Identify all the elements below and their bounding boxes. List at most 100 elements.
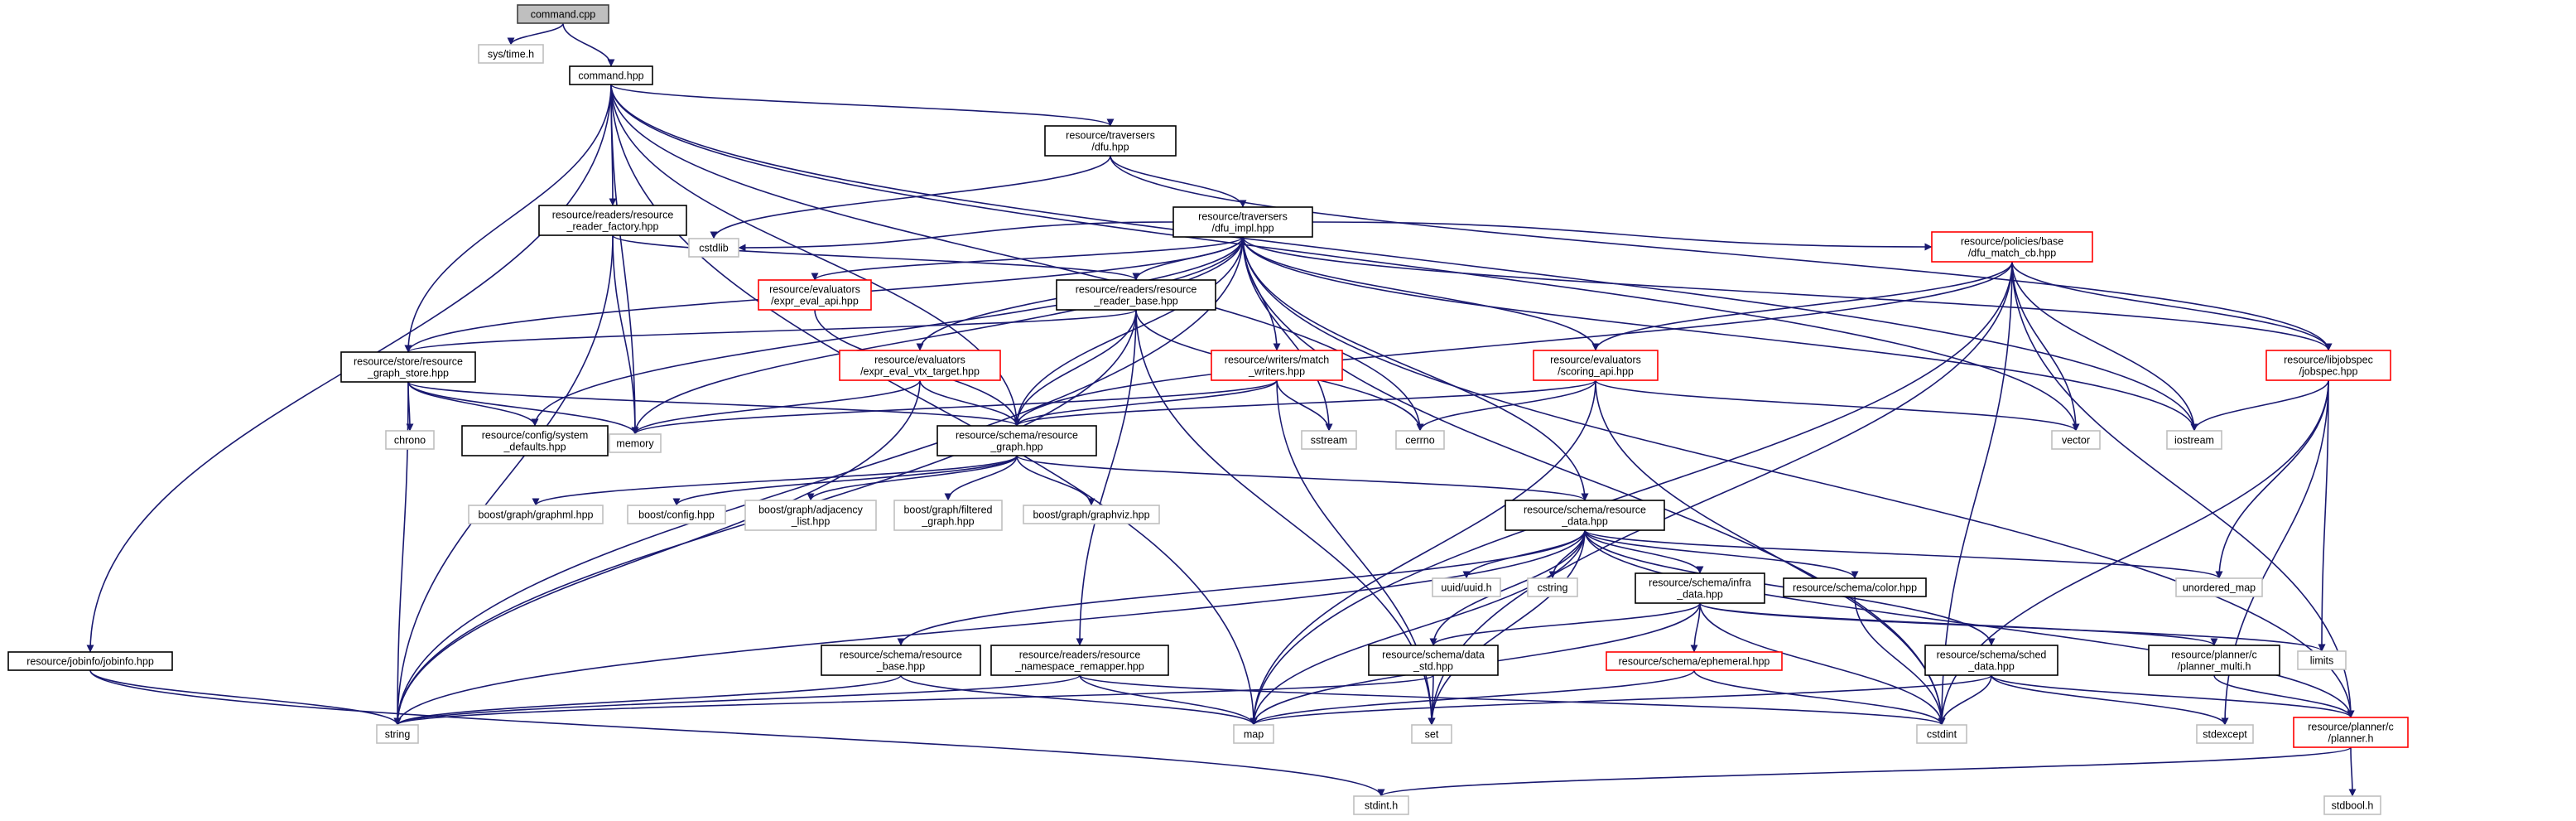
node-box [468, 505, 604, 524]
node-label: resource/schema/color.hpp [1793, 582, 1917, 594]
node-box [2148, 645, 2280, 676]
edge-resource_graph-to-boost_config [672, 455, 1018, 506]
edge-jobspec-to-limits [2318, 379, 2329, 652]
node-label: resource/readers/resource [1019, 650, 1141, 661]
node-resource-data[interactable]: resource/schema/resource_data.hpp [1505, 500, 1665, 531]
node-planner-h[interactable]: resource/planner/c/planner.h [2293, 717, 2409, 748]
edge-resource_graph-to-graphviz [1016, 455, 1095, 506]
edge-data_std-to-string [393, 674, 1434, 726]
node-label: resource/schema/resource [840, 650, 962, 661]
node-sstream: sstream [1301, 430, 1357, 450]
edge-dfu_impl-to-dfu_match_cb [1312, 221, 1933, 251]
node-box [2297, 650, 2347, 670]
node-color-hpp[interactable]: resource/schema/color.hpp [1783, 577, 1927, 597]
node-command-hpp[interactable]: command.hpp [569, 65, 653, 85]
edge-resource_data-to-resource_base [897, 529, 1586, 646]
node-cstdint: cstdint [1916, 724, 1967, 744]
node-data-std[interactable]: resource/schema/data_std.hpp [1368, 645, 1499, 676]
edge-dfu_match_cb-to-scoring_api [1591, 261, 2013, 351]
node-ephemeral[interactable]: resource/schema/ephemeral.hpp [1606, 651, 1783, 671]
edge-resource_data-to-string [393, 529, 1586, 726]
node-jobinfo[interactable]: resource/jobinfo/jobinfo.hpp [7, 651, 173, 671]
node-match-writers[interactable]: resource/writers/match_writers.hpp [1211, 350, 1343, 381]
edge-jobinfo-to-string [89, 669, 402, 726]
node-label: resource/writers/match [1225, 355, 1329, 366]
node-stdint-h: stdint.h [1353, 795, 1409, 815]
node-planner-multi[interactable]: resource/planner/c/planner_multi.h [2148, 645, 2280, 676]
node-command-cpp[interactable]: command.cpp [517, 4, 609, 24]
edge-resource_base-to-map [900, 674, 1258, 726]
edge-dfu_impl-to-expr_eval_api [811, 236, 1244, 281]
edge-reader_base-to-ns_remapper [1076, 309, 1137, 646]
node-box [461, 425, 609, 456]
node-box [385, 430, 435, 450]
node-label: resource/store/resource [354, 356, 463, 368]
node-label: /planner_multi.h [2178, 661, 2251, 673]
node-dfu-match-cb[interactable]: resource/policies/base/dfu_match_cb.hpp [1931, 231, 2093, 263]
node-expr-eval-vtx[interactable]: resource/evaluators/expr_eval_vtx_target… [839, 350, 1001, 381]
node-box [2293, 717, 2409, 748]
node-label: /dfu_match_cb.hpp [1968, 248, 2056, 259]
edge-expr_eval_vtx-to-resource_graph [919, 379, 1021, 427]
node-label: resource/traversers [1066, 130, 1155, 142]
node-box [627, 505, 726, 524]
edge-dfu_impl-to-system_defaults [531, 236, 1244, 427]
node-label: _data.hpp [1561, 516, 1608, 528]
edge-command_cpp-to-sys_time_h [507, 22, 564, 46]
node-label: resource/schema/infra [1649, 577, 1751, 589]
node-vector: vector [2051, 430, 2101, 450]
node-graphml: boost/graph/graphml.hpp [468, 505, 604, 524]
edge-resource_graph-to-filtered_graph [944, 455, 1018, 501]
node-map: map [1233, 724, 1274, 744]
edge-command_hpp-to-memory [610, 84, 639, 435]
edge-reader_base-to-resource_graph [1013, 309, 1137, 427]
edge-command_hpp-to-iostream [610, 84, 2198, 432]
edge-dfu_match_cb-to-jobspec [2011, 261, 2333, 351]
edge-dfu_impl-to-scoring_api [1242, 236, 1600, 351]
edge-resource_data-to-data_std [1429, 529, 1586, 646]
edge-match_writers-to-memory [631, 379, 1278, 435]
edge-scoring_api-to-map [1249, 379, 1596, 726]
node-label: resource/readers/resource [1076, 284, 1197, 296]
node-box [937, 425, 1097, 456]
node-resource-graph[interactable]: resource/schema/resource_graph.hpp [937, 425, 1097, 456]
node-dfu-hpp[interactable]: resource/traversers/dfu.hpp [1044, 125, 1177, 157]
node-box [569, 65, 653, 85]
node-label: unordered_map [2183, 582, 2256, 594]
node-graph-store[interactable]: resource/store/resource_graph_store.hpp [340, 351, 476, 383]
node-label: /dfu_impl.hpp [1211, 223, 1274, 234]
edge-graph_store-to-memory [407, 381, 639, 435]
edge-resource_graph-to-adjacency_list [807, 455, 1018, 501]
node-label: command.hpp [578, 70, 643, 82]
node-sched-data[interactable]: resource/schema/sched_data.hpp [1924, 645, 2058, 676]
node-set: set [1411, 724, 1452, 744]
node-infra-data[interactable]: resource/schema/infra_data.hpp [1635, 572, 1765, 604]
node-jobspec[interactable]: resource/libjobspec/jobspec.hpp [2265, 350, 2391, 381]
node-label: _graph_store.hpp [367, 368, 449, 379]
edge-jobinfo-to-stdint_h [89, 669, 1385, 797]
edge-resource_data-to-planner_h [1584, 529, 2355, 718]
node-label: cstring [1538, 582, 1568, 594]
node-label: boost/graph/filtered [903, 505, 992, 516]
node-ns-remapper[interactable]: resource/readers/resource_namespace_rema… [990, 645, 1169, 676]
node-scoring-api[interactable]: resource/evaluators/scoring_api.hpp [1533, 350, 1659, 381]
node-label: _reader_base.hpp [1093, 296, 1178, 307]
node-reader-base[interactable]: resource/readers/resource_reader_base.hp… [1056, 279, 1216, 311]
node-expr-eval-api[interactable]: resource/evaluators/expr_eval_api.hpp [758, 279, 872, 311]
node-label: uuid/uuid.h [1441, 582, 1491, 594]
edge-sched_data-to-stdexcept [1991, 674, 2229, 726]
node-reader-factory[interactable]: resource/readers/resource_reader_factory… [538, 205, 687, 236]
node-label: _reader_factory.hpp [566, 221, 659, 233]
node-box [1368, 645, 1499, 676]
node-label: /scoring_api.hpp [1558, 366, 1634, 378]
edge-sched_data-to-planner_h [1991, 674, 2355, 718]
node-dfu-impl[interactable]: resource/traversers/dfu_impl.hpp [1172, 206, 1313, 238]
node-resource-base[interactable]: resource/schema/resource_base.hpp [821, 645, 981, 676]
edge-dfu_impl-to-resource_graph [1013, 236, 1244, 427]
edge-dfu_match_cb-to-planner_h [2011, 261, 2355, 718]
node-system-defaults[interactable]: resource/config/system_defaults.hpp [461, 425, 609, 456]
node-label: boost/graph/adjacency [758, 505, 864, 516]
node-label: string [385, 729, 411, 741]
edge-reader_factory-to-memory [612, 234, 639, 435]
node-label: sstream [1311, 435, 1347, 447]
